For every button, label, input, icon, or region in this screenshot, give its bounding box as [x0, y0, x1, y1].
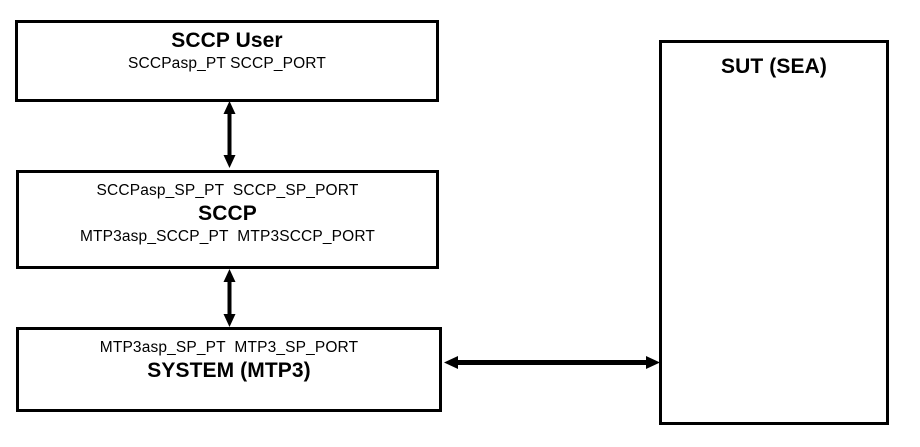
connector-system-mtp3-to-sut-sea — [440, 348, 666, 378]
node-sccp-lower-port-label: MTP3asp_SCCP_PT MTP3SCCP_PORT — [79, 228, 376, 245]
node-sccp[interactable]: SCCPasp_SP_PT SCCP_SP_PORT SCCP MTP3asp_… — [16, 170, 439, 269]
node-system-mtp3[interactable]: MTP3asp_SP_PT MTP3_SP_PORT SYSTEM (MTP3) — [16, 327, 442, 412]
node-sccp-user-port-label: SCCPasp_PT SCCP_PORT — [128, 55, 326, 72]
node-sut-sea-title: SUT (SEA) — [721, 55, 827, 78]
node-sccp-upper-port-label: SCCPasp_SP_PT SCCP_SP_PORT — [96, 182, 359, 199]
node-system-mtp3-title: SYSTEM (MTP3) — [147, 359, 311, 382]
node-system-mtp3-port-label: MTP3asp_SP_PT MTP3_SP_PORT — [99, 339, 359, 356]
node-sccp-title: SCCP — [198, 202, 257, 225]
node-sccp-user[interactable]: SCCP User SCCPasp_PT SCCP_PORT — [15, 20, 439, 102]
node-sut-sea[interactable]: SUT (SEA) — [659, 40, 889, 425]
node-sccp-user-title: SCCP User — [171, 29, 283, 52]
connector-sccp-to-system-mtp3 — [210, 267, 250, 331]
connector-sccp-user-to-sccp — [210, 100, 250, 172]
